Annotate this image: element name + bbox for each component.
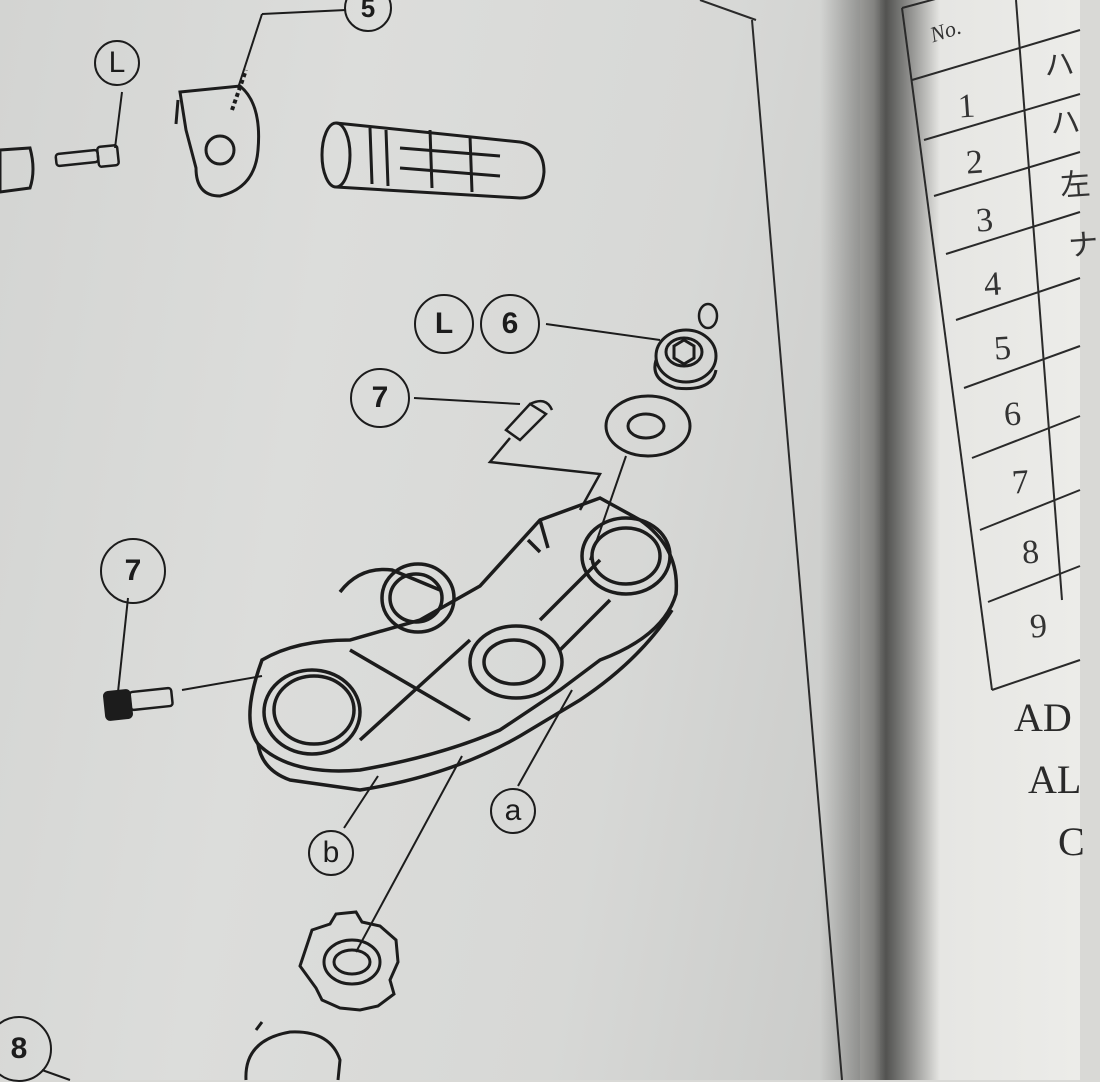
book-gutter-shadow: [820, 0, 940, 1080]
table-row-9: 9: [1028, 607, 1049, 646]
callout-7-left: 7: [100, 538, 166, 604]
table-row-2: 2: [964, 143, 985, 182]
table-jp-4: ナ: [1067, 227, 1100, 263]
table-row-7: 7: [1010, 463, 1031, 502]
leader-7-left: [117, 597, 129, 693]
callout-6: 6: [480, 294, 540, 354]
side-text-line-2: AL: [1028, 757, 1082, 802]
callout-a: a: [490, 788, 536, 834]
small-pin: [697, 302, 719, 330]
leader-5: [261, 9, 347, 15]
pinch-bolt-left: [103, 686, 174, 721]
callout-b: b: [308, 830, 354, 876]
callout-b-label: b: [322, 836, 340, 869]
washer: [604, 394, 692, 458]
callout-L-mid: L: [414, 294, 474, 354]
table-row-4: 4: [982, 265, 1003, 304]
callout-L-mid-label: L: [434, 307, 454, 340]
parts-table-grid: [901, 0, 1081, 691]
table-jp-2: ハ: [1049, 105, 1082, 141]
table-row-3: 3: [974, 201, 995, 240]
throttle-housing: [174, 13, 263, 198]
handlebar-grip: [320, 121, 546, 200]
leader-7-left-axis: [181, 675, 263, 691]
stem-cap-bolt: [653, 328, 718, 391]
table-row-1: 1: [956, 87, 977, 126]
leader-8: [41, 1069, 71, 1081]
castle-nut: [298, 910, 400, 1012]
leader-b: [343, 775, 379, 829]
leader-6: [545, 323, 661, 341]
callout-L-top: L: [94, 40, 140, 86]
callout-L-top-label: L: [108, 46, 126, 79]
page-frame-line: [751, 19, 843, 1081]
leader-7-upper: [413, 397, 521, 405]
callout-7-upper-label: 7: [371, 381, 389, 414]
leader-stem-nut: [355, 755, 463, 953]
callout-a-label: a: [504, 794, 522, 827]
side-text-line-1: AD: [1014, 695, 1072, 740]
pinch-bolt-upper: [504, 399, 554, 442]
triple-clamp: [248, 496, 679, 792]
callout-7-upper: 7: [350, 368, 410, 428]
bolt-path-zigzag: [487, 437, 603, 511]
table-jp-1: ハ: [1043, 47, 1076, 83]
lower-ring: [244, 1021, 342, 1081]
callout-6-label: 6: [501, 307, 519, 340]
table-row-6: 6: [1002, 395, 1023, 434]
side-text-line-3: C: [1058, 819, 1085, 864]
table-row-8: 8: [1020, 533, 1041, 572]
callout-5-label: 5: [360, 0, 376, 23]
callout-8: 8: [0, 1016, 52, 1082]
screw-small-left: [54, 91, 123, 168]
table-row-5: 5: [992, 329, 1013, 368]
table-jp-3: 左: [1059, 167, 1092, 203]
callout-8-label: 8: [10, 1032, 28, 1065]
partial-grip-left: [0, 146, 35, 194]
leader-a: [517, 689, 573, 787]
callout-7-left-label: 7: [124, 554, 142, 587]
page-frame-corner: [699, 0, 757, 21]
